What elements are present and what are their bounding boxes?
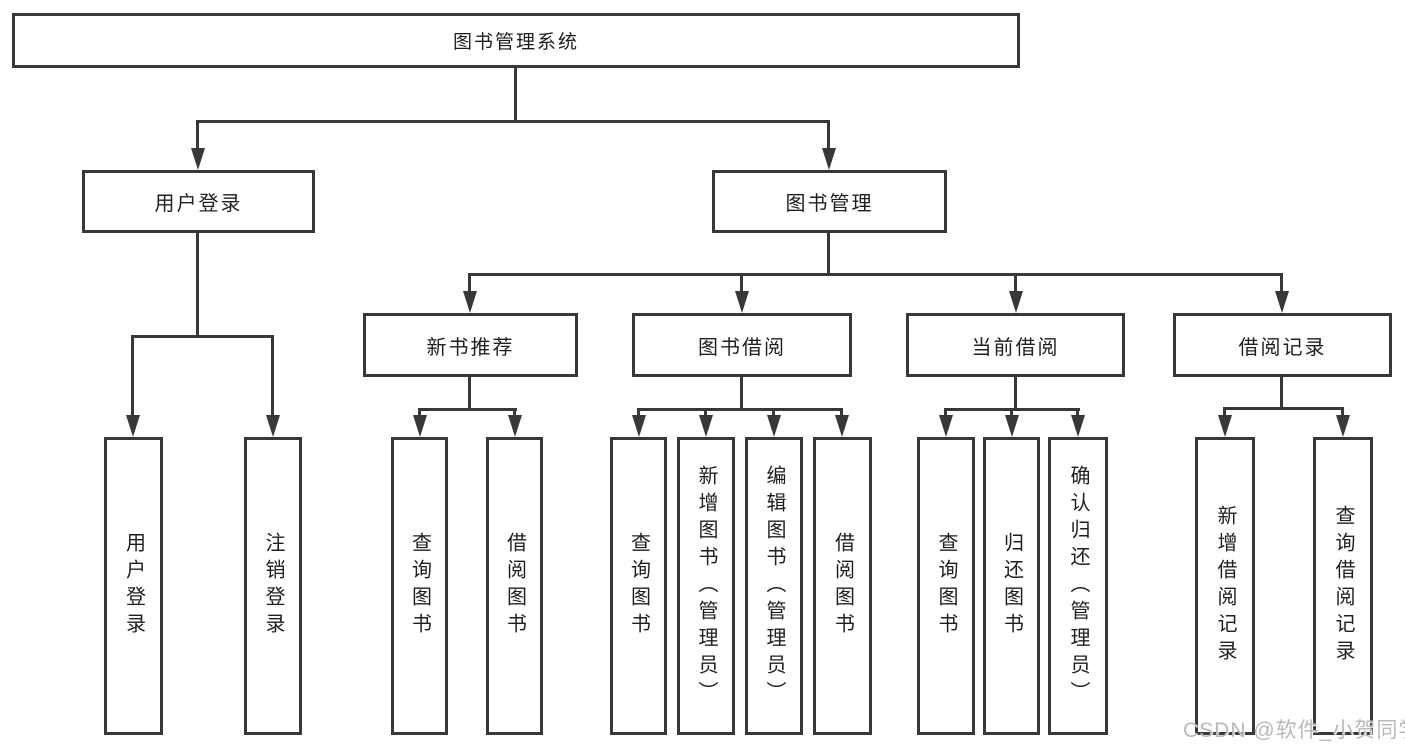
connector-drop	[418, 408, 421, 418]
leaf-logout: 注销登录	[244, 437, 302, 735]
arrowhead-leaf	[1071, 415, 1085, 437]
connector-user-login-bus	[131, 335, 274, 338]
connector-drop	[1223, 407, 1226, 418]
arrowhead-leaf	[1336, 415, 1350, 437]
connector-drop	[944, 408, 947, 418]
connector-drop-borrow-record	[1280, 273, 1283, 293]
leaf-query-book-1: 查询图书	[391, 437, 448, 735]
arrowhead-leaf	[508, 415, 522, 437]
connector-drop	[1010, 408, 1013, 418]
leaf-query-book-2: 查询图书	[610, 437, 667, 735]
arrowhead-current-borrow	[1009, 291, 1023, 313]
arrowhead-leaf	[699, 415, 713, 437]
connector-drop-user-login	[196, 120, 199, 150]
node-borrow-record: 借阅记录	[1173, 313, 1392, 377]
arrowhead-book-management	[822, 148, 836, 170]
arrowhead-leaf	[632, 415, 646, 437]
connector-drop	[772, 408, 775, 418]
connector-drop-leaf-logout	[271, 335, 274, 417]
arrowhead-borrow-record	[1275, 291, 1289, 313]
leaf-add-borrow-record: 新增借阅记录	[1195, 437, 1255, 735]
connector-user-login-stem	[196, 233, 199, 335]
connector-new-book-stem	[468, 377, 471, 408]
leaf-confirm-return-admin: 确认归还（管理员）	[1048, 437, 1108, 735]
connector-drop-current-borrow	[1014, 273, 1017, 293]
node-current-borrow: 当前借阅	[906, 313, 1125, 377]
connector-root-stem	[514, 68, 517, 120]
connector-drop-book-borrow	[740, 273, 743, 293]
arrowhead-leaf	[1005, 415, 1019, 437]
arrowhead-leaf	[413, 415, 427, 437]
connector-drop-leaf-user-login	[131, 335, 134, 417]
leaf-user-login: 用户登录	[104, 437, 163, 735]
connector-drop	[637, 408, 640, 418]
node-user-login: 用户登录	[82, 170, 315, 233]
arrowhead-leaf	[767, 415, 781, 437]
connector-book-borrow-stem	[740, 377, 743, 408]
leaf-borrow-book-2: 借阅图书	[813, 437, 872, 735]
node-new-book-recommend: 新书推荐	[363, 313, 578, 377]
arrowhead-leaf-logout	[266, 415, 280, 437]
connector-borrow-record-stem	[1280, 377, 1283, 407]
arrowhead-user-login	[191, 148, 205, 170]
connector-book-borrow-bus	[637, 408, 843, 411]
connector-drop	[840, 408, 843, 418]
connector-drop-book-management	[827, 120, 830, 150]
arrowhead-leaf	[1218, 415, 1232, 437]
arrowhead-leaf	[835, 415, 849, 437]
leaf-query-book-3: 查询图书	[917, 437, 975, 735]
connector-current-borrow-stem	[1014, 377, 1017, 408]
connector-new-book-bus	[418, 408, 517, 411]
connector-book-management-stem	[827, 233, 830, 273]
connector-drop	[704, 408, 707, 418]
leaf-return-book: 归还图书	[983, 437, 1040, 735]
leaf-edit-book-admin: 编辑图书（管理员）	[745, 437, 803, 735]
connector-root-bus	[196, 120, 830, 123]
csdn-watermark: CSDN @软件_小贺同学	[1183, 719, 1405, 742]
arrowhead-leaf	[939, 415, 953, 437]
connector-drop	[1341, 407, 1344, 418]
leaf-add-book-admin: 新增图书（管理员）	[677, 437, 735, 735]
node-root-library-system: 图书管理系统	[12, 13, 1020, 68]
connector-borrow-record-bus	[1223, 407, 1344, 410]
leaf-query-borrow-record: 查询借阅记录	[1313, 437, 1373, 735]
node-book-borrow: 图书借阅	[632, 313, 852, 377]
connector-drop	[513, 408, 516, 418]
connector-drop-new-book	[468, 273, 471, 293]
connector-drop	[1076, 408, 1079, 418]
arrowhead-new-book	[463, 291, 477, 313]
arrowhead-book-borrow	[735, 291, 749, 313]
arrowhead-leaf-user-login	[126, 415, 140, 437]
connector-book-management-bus	[468, 273, 1283, 276]
leaf-borrow-book-1: 借阅图书	[486, 437, 543, 735]
node-book-management: 图书管理	[712, 170, 947, 233]
